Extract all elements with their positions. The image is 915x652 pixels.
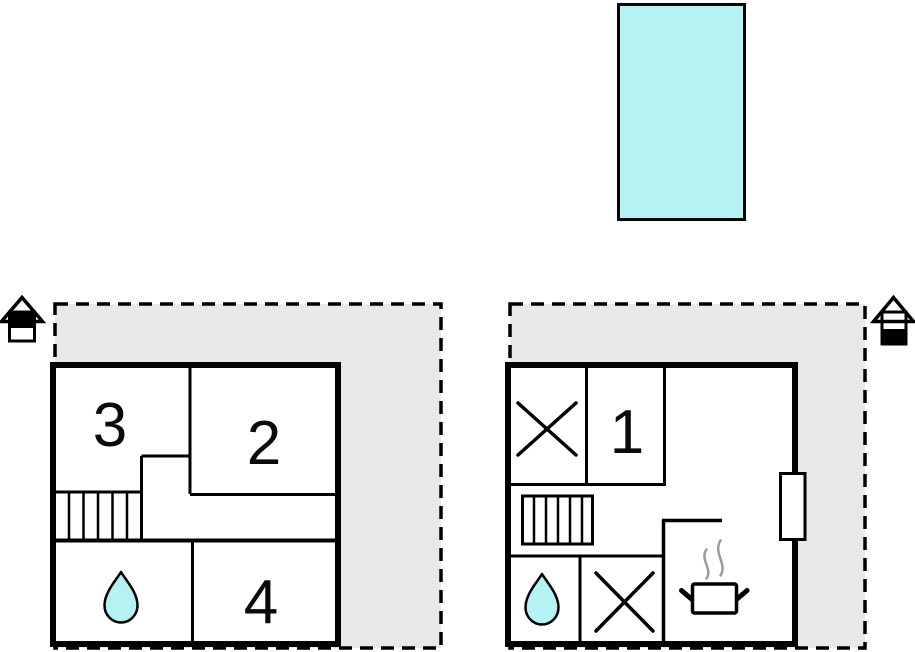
water-drop-icon — [103, 570, 139, 624]
house-upper-floor-icon — [0, 294, 47, 343]
staircase-icon — [67, 492, 129, 539]
bed-cross-icon — [594, 571, 655, 633]
ground-interior-walls — [508, 365, 722, 644]
upper-building-outline — [50, 362, 341, 647]
terrace-door-icon — [779, 472, 807, 541]
water-drop-icon — [524, 572, 560, 626]
upper-floor-plan — [50, 302, 443, 650]
steam-icon — [716, 539, 724, 577]
upper-interior-walls — [53, 365, 338, 644]
bed-cross-icon — [516, 401, 578, 457]
cooking-pot-icon — [679, 539, 750, 615]
steam-icon — [703, 548, 710, 580]
ground-floor-plan — [505, 302, 867, 650]
staircase-icon — [521, 494, 594, 546]
swimming-pool-icon — [617, 3, 746, 221]
house-ground-floor-icon — [869, 294, 915, 346]
